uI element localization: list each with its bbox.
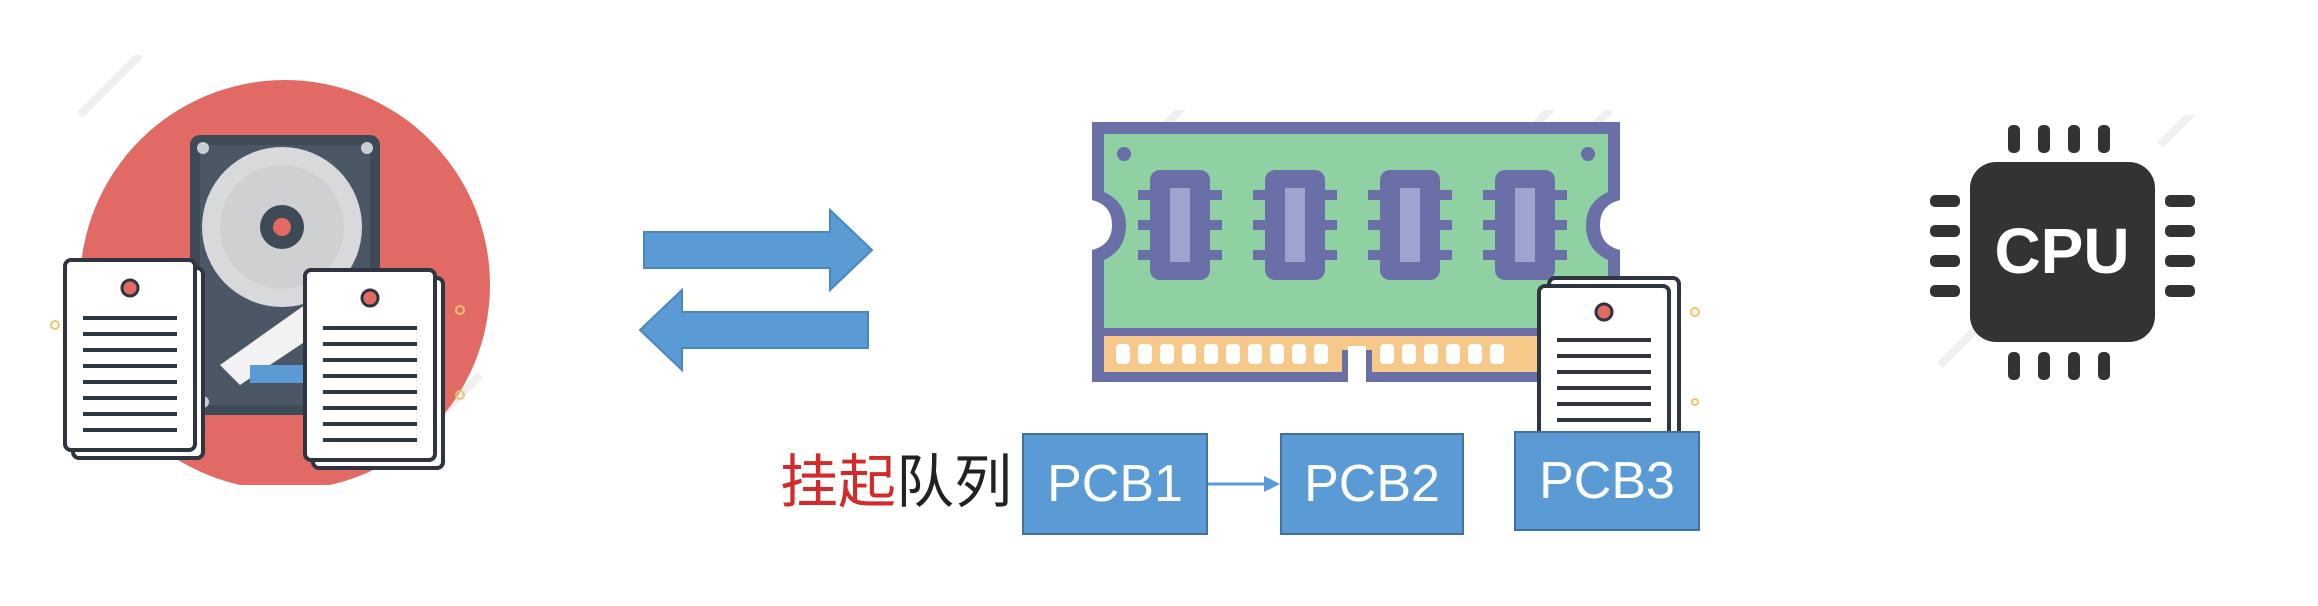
cpu-label: CPU bbox=[1994, 215, 2129, 287]
pcb-label: PCB3 bbox=[1539, 452, 1675, 510]
cpu-chip-icon: CPU bbox=[1930, 115, 2196, 380]
pcb-label: PCB1 bbox=[1047, 455, 1183, 513]
pcb-box-2: PCB2 bbox=[1280, 433, 1464, 535]
queue-label-rest: 队列 bbox=[896, 448, 1013, 516]
queue-label-highlight: 挂起 bbox=[780, 448, 897, 516]
queue-label: 挂起队列 bbox=[780, 447, 1012, 517]
ram-module-icon bbox=[1092, 110, 1620, 386]
pcb-box-3: PCB3 bbox=[1514, 431, 1700, 531]
swap-arrows-icon bbox=[638, 207, 874, 373]
pcb-label: PCB2 bbox=[1304, 455, 1440, 513]
hard-disk-icon bbox=[50, 55, 490, 485]
link-arrow-icon bbox=[1208, 476, 1280, 492]
pcb-box-1: PCB1 bbox=[1022, 433, 1208, 535]
document-icon bbox=[1537, 276, 1700, 442]
